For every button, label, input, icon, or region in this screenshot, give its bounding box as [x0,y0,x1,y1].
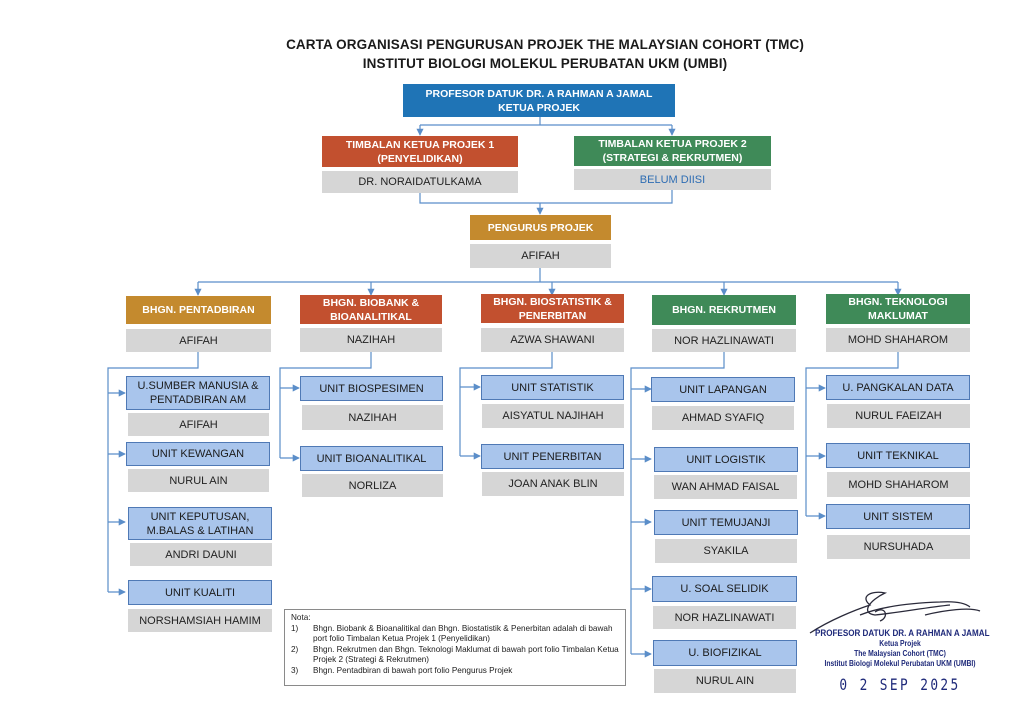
unit-keputusan-person: ANDRI DAUNI [130,543,272,566]
unit-lapangan-person: AHMAD SYAFIQ [652,406,794,430]
connector-biostatistik-units [459,352,553,456]
note-item: 1) Bhgn. Biobank & Bioanalitikal dan Bhg… [291,623,613,644]
unit-logistik-person: WAN AHMAD FAISAL [654,475,797,499]
connector-deputies-manager [419,190,673,214]
department-biobank: BHGN. BIOBANK & BIOANALITIKAL [300,295,442,324]
manager-name: AFIFAH [470,244,611,268]
unit-keputusan: UNIT KEPUTUSAN, M.BALAS & LATIHAN [128,507,272,540]
unit-kualiti-person: NORSHAMSIAH HAMIM [128,609,272,632]
head-box: PROFESOR DATUK DR. A RAHMAN A JAMAL KETU… [403,84,675,117]
connector-biobank-units [279,352,372,458]
unit-soal-selidik-person: NOR HAZLINAWATI [653,606,796,629]
unit-biofizikal-person: NURUL AIN [654,669,796,693]
department-pentadbiran: BHGN. PENTADBIRAN [126,296,271,324]
unit-penerbitan-person: JOAN ANAK BLIN [482,472,624,496]
deputy-2-role: TIMBALAN KETUA PROJEK 2 (STRATEGI & REKR… [574,136,771,166]
connector-head-deputies [420,117,672,126]
department-teknologi-head: MOHD SHAHAROM [826,328,970,352]
unit-soal-selidik: U. SOAL SELIDIK [652,576,797,602]
unit-sistem-person: NURSUHADA [827,535,970,559]
unit-temujanji-person: SYAKILA [655,539,797,563]
chart-title-line2: INSTITUT BIOLOGI MOLEKUL PERUBATAN UKM (… [362,56,728,71]
unit-penerbitan: UNIT PENERBITAN [481,444,624,469]
deputy-1-role: TIMBALAN KETUA PROJEK 1 (PENYELIDIKAN) [322,136,518,167]
note-item: 2) Bhgn. Rekrutmen dan Bhgn. Teknologi M… [291,644,619,665]
unit-bioanalitikal-person: NORLIZA [302,474,443,497]
department-biostatistik: BHGN. BIOSTATISTIK & PENERBITAN [481,294,624,323]
unit-statistik: UNIT STATISTIK [481,375,624,400]
department-biostatistik-head: AZWA SHAWANI [481,328,624,352]
department-rekrutmen: BHGN. REKRUTMEN [652,295,796,325]
unit-teknikal: UNIT TEKNIKAL [826,443,970,468]
unit-sumber-manusia: U.SUMBER MANUSIA & PENTADBIRAN AM [126,376,270,410]
unit-kewangan-person: NURUL AIN [128,469,269,492]
signature-org1: The Malaysian Cohort (TMC) [854,649,946,658]
signature-stamp: PROFESOR DATUK DR. A RAHMAN A JAMAL Ketu… [800,590,1000,694]
connector-manager-departments [198,268,898,283]
connector-teknologi-units [805,352,899,516]
unit-pangkalan-data: U. PANGKALAN DATA [826,375,970,400]
deputy-1-name: DR. NORAIDATULKAMA [322,171,518,193]
unit-biofizikal: U. BIOFIZIKAL [653,640,797,666]
note-heading: Nota: [291,613,311,622]
unit-lapangan: UNIT LAPANGAN [651,377,795,402]
unit-kewangan: UNIT KEWANGAN [126,442,270,466]
connector-rekrutmen-units [630,352,725,654]
signature-name: PROFESOR DATUK DR. A RAHMAN A JAMAL [815,628,990,639]
department-biobank-head: NAZIHAH [300,328,442,352]
signature-role: Ketua Projek [879,639,921,648]
unit-bioanalitikal: UNIT BIOANALITIKAL [300,446,443,471]
unit-teknikal-person: MOHD SHAHAROM [827,472,970,497]
department-rekrutmen-head: NOR HAZLINAWATI [652,329,796,352]
unit-biospesimen: UNIT BIOSPESIMEN [300,376,443,401]
unit-statistik-person: AISYATUL NAJIHAH [482,404,624,428]
unit-temujanji: UNIT TEMUJANJI [654,510,798,535]
signature-date: 0 2 SEP 2025 [839,675,961,694]
unit-kualiti: UNIT KUALITI [128,580,272,605]
connector-pentadbiran-units [107,352,199,592]
note-box: Nota: 1) Bhgn. Biobank & Bioanalitikal d… [284,609,626,686]
head-role: KETUA PROJEK [498,101,580,114]
deputy-2-name: BELUM DIISI [574,169,771,190]
signature-scribble-icon [809,591,981,634]
department-teknologi: BHGN. TEKNOLOGI MAKLUMAT [826,294,970,324]
unit-sistem: UNIT SISTEM [826,504,970,529]
chart-title-line1: CARTA ORGANISASI PENGURUSAN PROJEK THE M… [286,37,804,52]
signature-org2: Institut Biologi Molekul Perubatan UKM (… [824,659,976,668]
unit-logistik: UNIT LOGISTIK [654,447,798,472]
unit-pangkalan-data-person: NURUL FAEIZAH [827,404,970,428]
head-name: PROFESOR DATUK DR. A RAHMAN A JAMAL [425,87,653,100]
unit-biospesimen-person: NAZIHAH [302,405,443,430]
note-item: 3) Bhgn. Pentadbiran di bawah port folio… [291,665,513,675]
department-pentadbiran-head: AFIFAH [126,329,271,352]
unit-sumber-manusia-person: AFIFAH [128,413,269,436]
manager-role: PENGURUS PROJEK [470,215,611,240]
